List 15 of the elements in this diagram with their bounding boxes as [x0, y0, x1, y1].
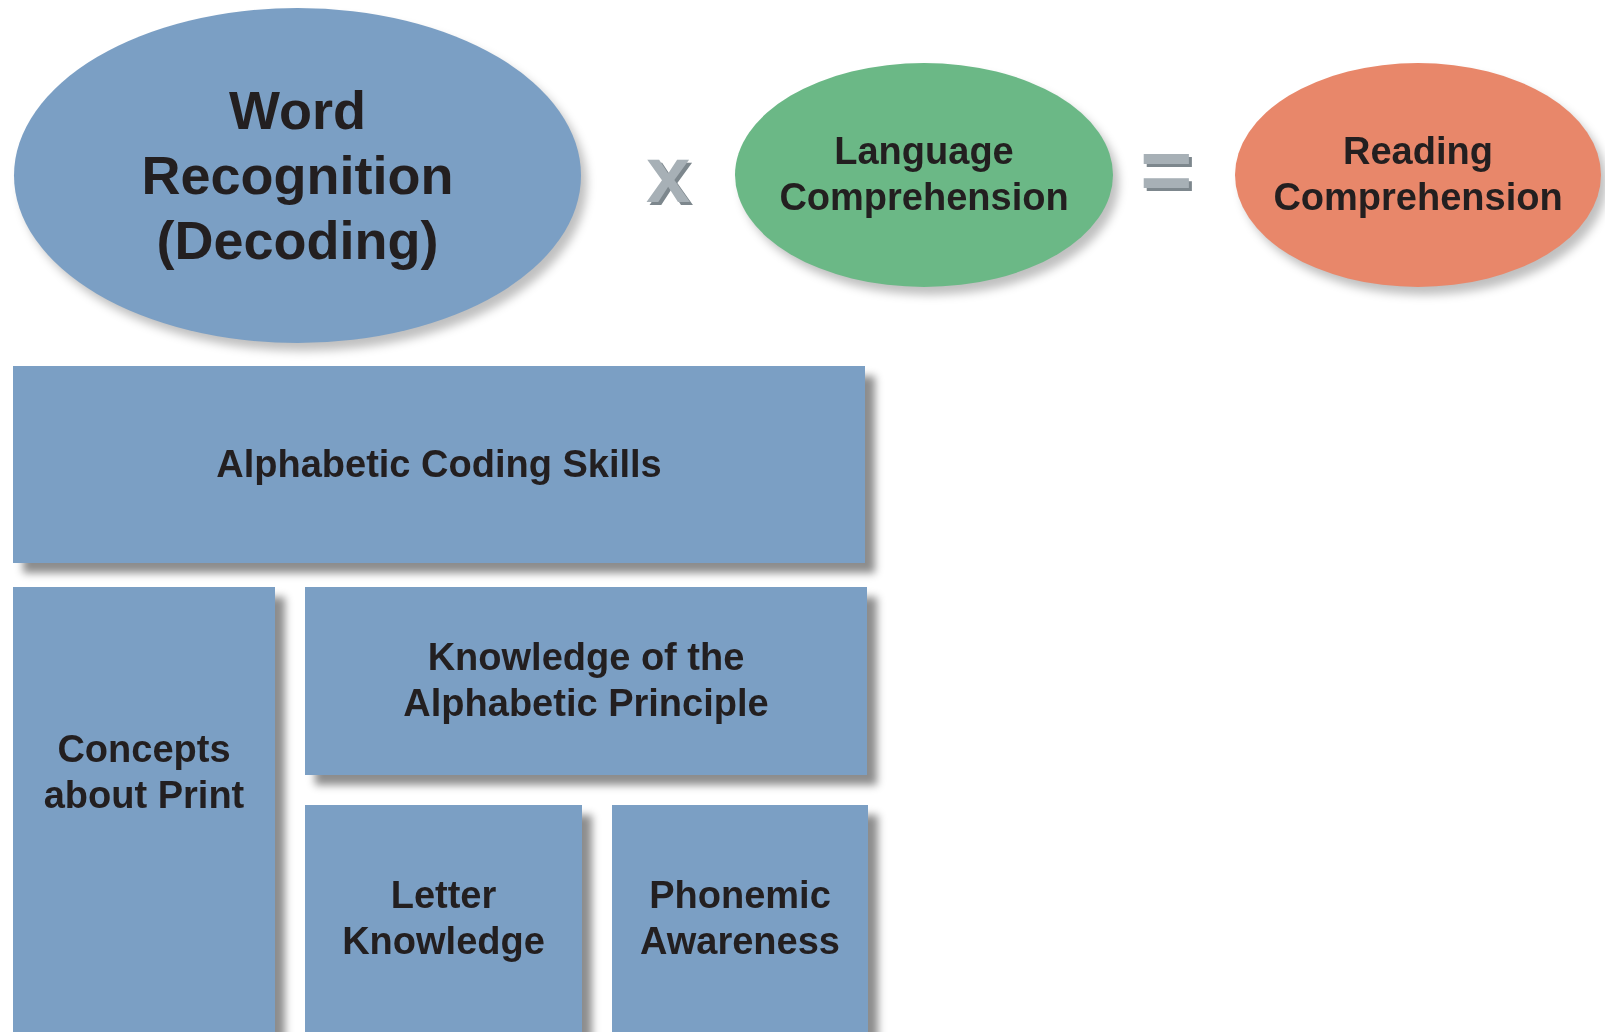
node-label: Reading Comprehension — [1272, 129, 1564, 220]
node-label: Language Comprehension — [778, 129, 1070, 220]
rectangle-box — [305, 587, 867, 775]
node-label: Phonemic Awareness — [639, 872, 841, 964]
node-label: Letter Knowledge — [341, 872, 546, 964]
rectangle-box — [13, 587, 275, 1032]
equals-sign: = — [1140, 125, 1193, 215]
node-label: Knowledge of the Alphabetic Principle — [402, 635, 770, 726]
rectangle-box — [612, 805, 868, 1032]
multiplication-sign: x — [646, 135, 691, 215]
rectangle-box — [305, 805, 582, 1032]
node-label: Concepts about Print — [43, 727, 245, 818]
rectangle-box — [13, 366, 865, 563]
node-label: Alphabetic Coding Skills — [216, 441, 662, 487]
node-label: Word Recognition (Decoding) — [140, 79, 455, 272]
